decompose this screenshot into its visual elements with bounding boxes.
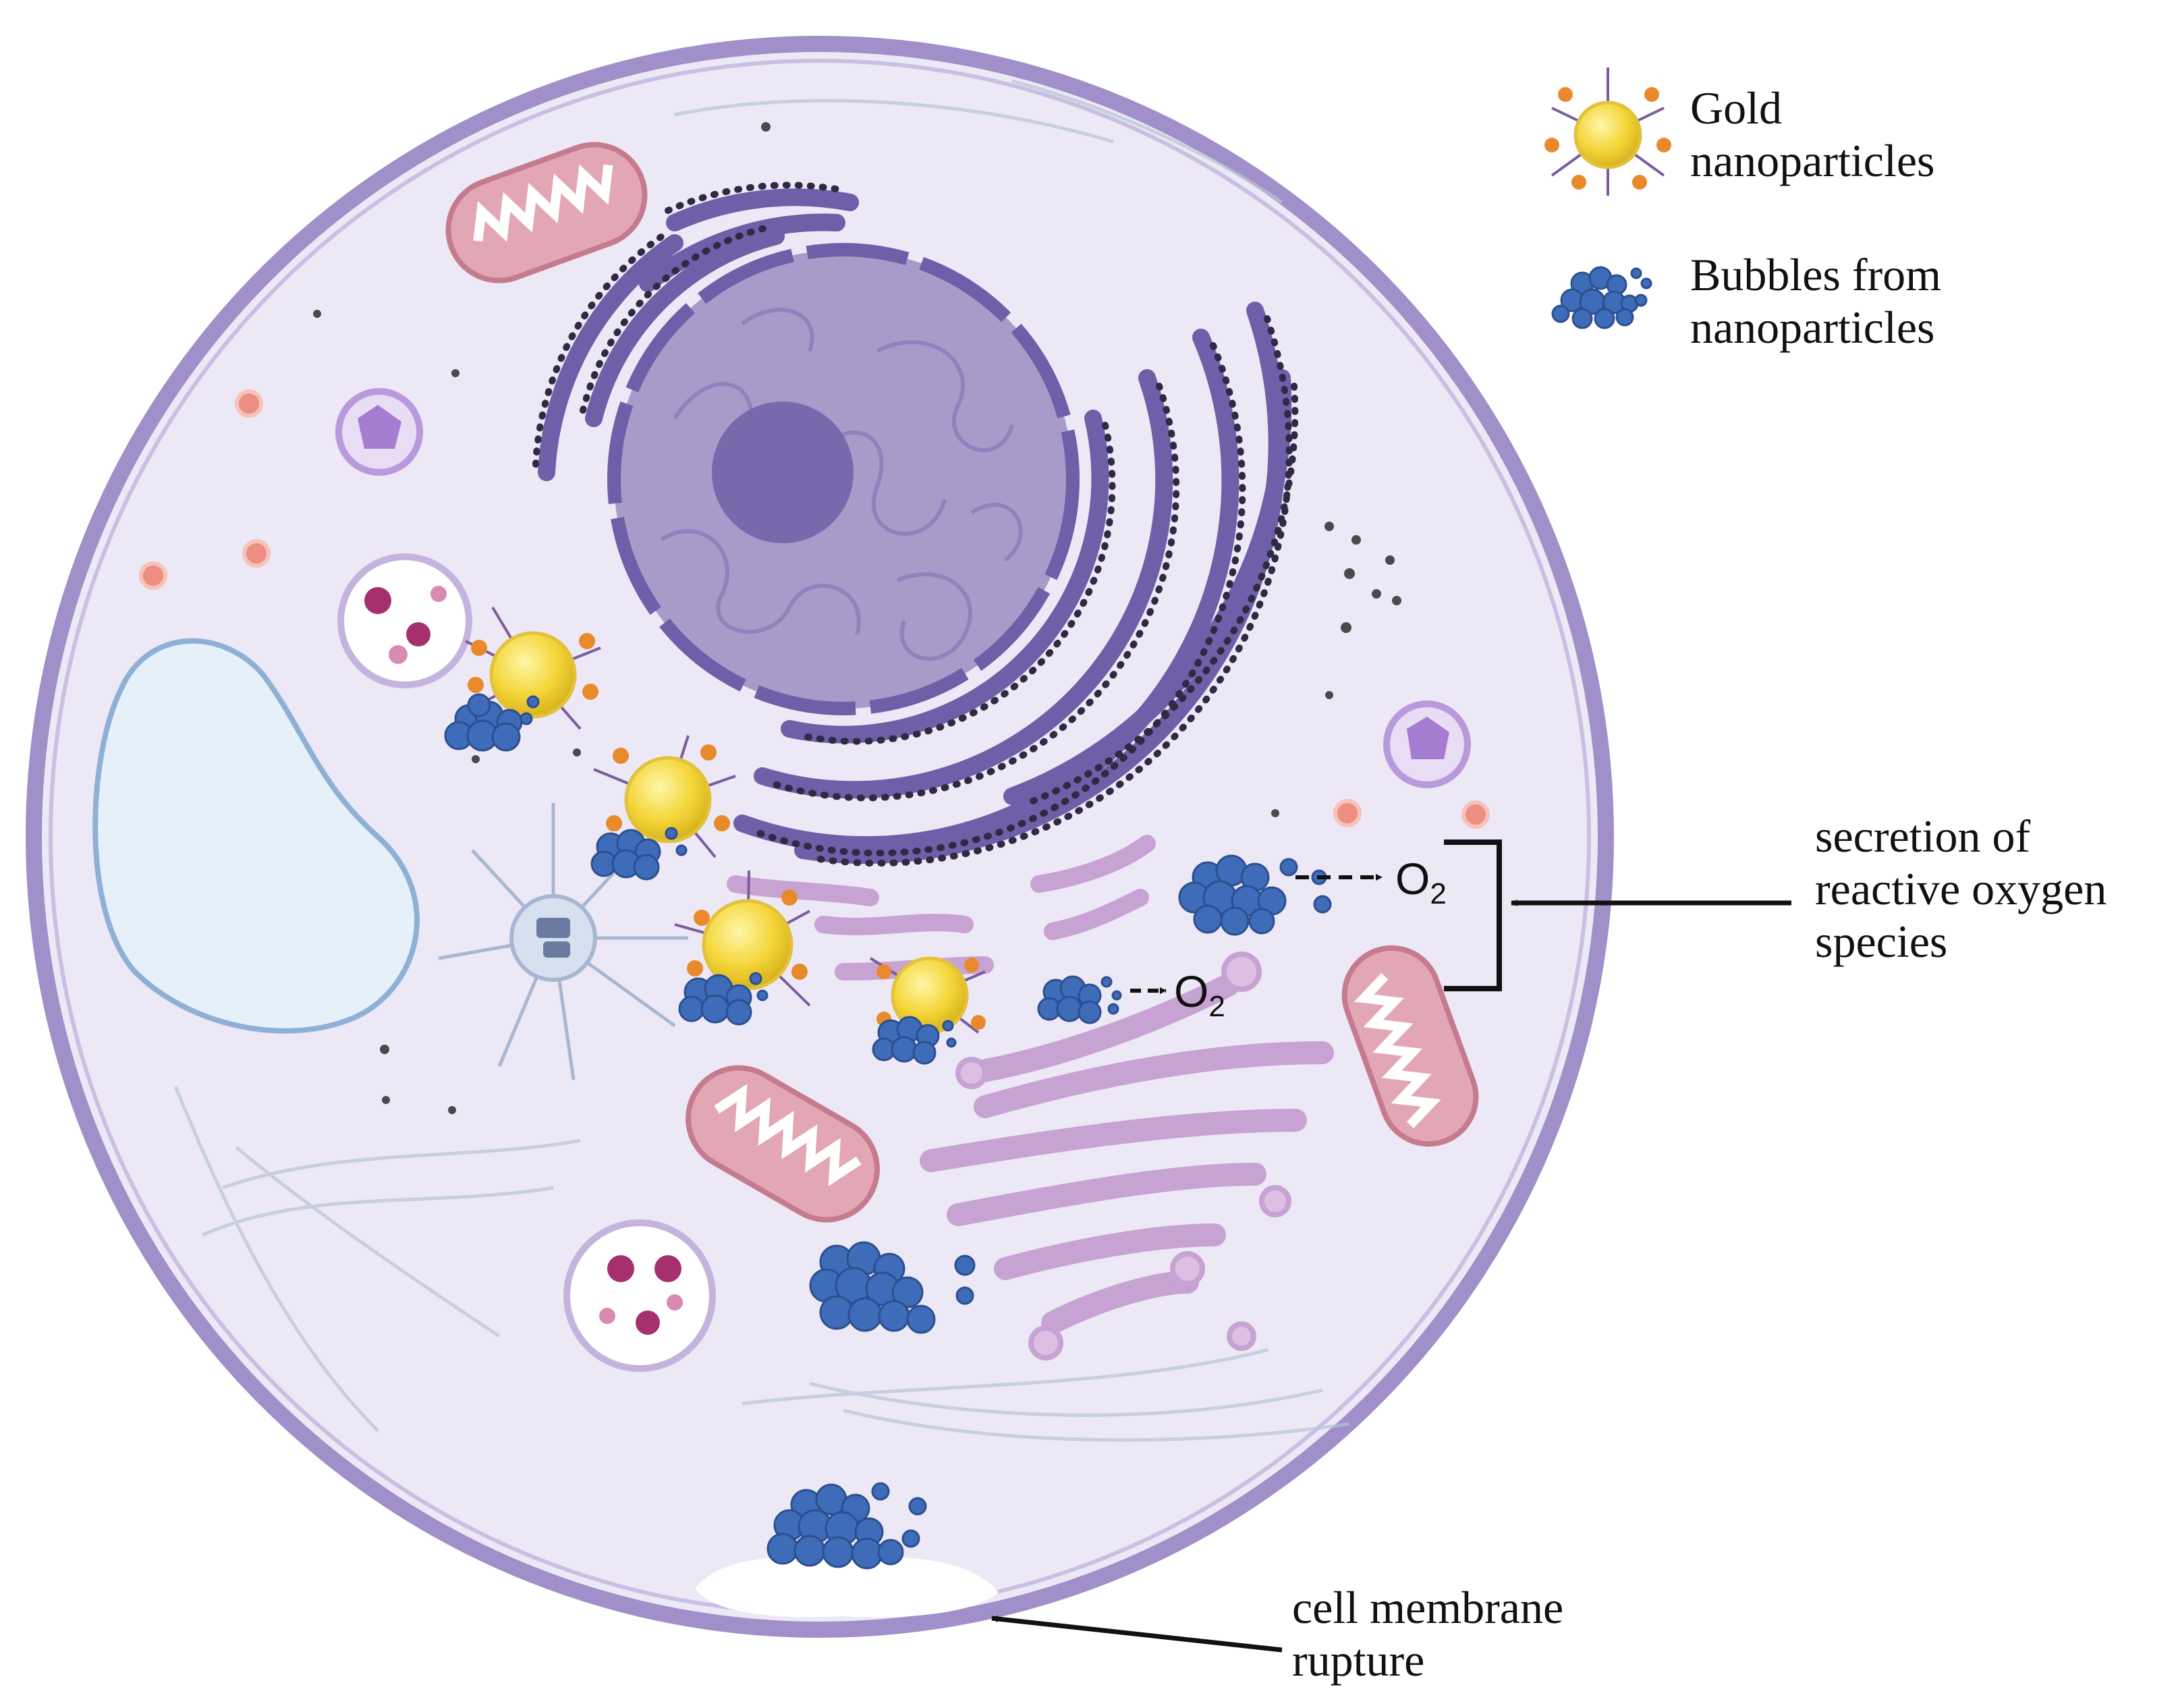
golgi-vesicles (955, 952, 1291, 1360)
legend: Gold nanoparticles Bubbles from nanopart… (1544, 67, 1953, 353)
legend-gold-line1: Gold (1690, 82, 1782, 134)
peroxisome-left (335, 388, 423, 476)
mitochondrion-bottom (686, 1065, 880, 1223)
lysosome-lower (563, 1219, 716, 1372)
gold-nanoparticle-4 (869, 956, 986, 1035)
bubble-cluster-3 (678, 972, 769, 1026)
cytoskeleton (173, 79, 1350, 1442)
bubble-cluster-2 (590, 827, 688, 881)
bubble-cluster-1 (444, 693, 540, 752)
o2-label-upper: O2 (1395, 854, 1447, 910)
legend-gold-line2: nanoparticles (1690, 135, 1935, 186)
gold-nanoparticle-1 (465, 606, 601, 730)
bubble-cluster-golgi (809, 1241, 976, 1334)
rupture-arrow (991, 1616, 1283, 1653)
bubble-cluster-4 (872, 1016, 957, 1065)
centrosome (438, 803, 688, 1080)
bubble-cluster-o2-lower (1037, 975, 1122, 1024)
ros-line2: reactive oxygen (1815, 863, 2107, 914)
bubble-cluster-rupture (766, 1482, 927, 1570)
ros-bracket (1444, 839, 1502, 991)
rupture-line2: rupture (1292, 1634, 1424, 1686)
o2-subscript: 2 (1430, 877, 1446, 910)
ros-line3: species (1815, 916, 1947, 967)
o2-symbol: O (1174, 966, 1208, 1016)
membrane-rupture-gap (695, 1556, 999, 1618)
legend-bubbles-line1: Bubbles from (1690, 249, 1941, 300)
legend-bubbles-label: Bubbles from nanoparticles (1690, 249, 1953, 353)
mitochondrion-top (445, 142, 648, 283)
o2-symbol: O (1395, 854, 1430, 904)
rupture-line1: cell membrane (1292, 1582, 1563, 1633)
bubble-cluster-o2-upper (1178, 854, 1332, 936)
legend-bubbles-icon (1551, 266, 1652, 329)
peroxisome-right (1383, 700, 1471, 788)
nucleolus (712, 402, 854, 543)
gold-nanoparticle-2 (593, 735, 736, 858)
lysosome-upper (337, 553, 472, 688)
vesicles-salmon (139, 389, 1490, 829)
legend-bubbles-line2: nanoparticles (1690, 302, 1935, 353)
ros-line1: secretion of (1815, 810, 2030, 862)
gold-nanoparticle-3 (674, 870, 811, 1007)
o2-subscript: 2 (1208, 990, 1225, 1023)
free-ribosomes (313, 122, 1401, 1114)
legend-gold-label: Gold nanoparticles (1690, 82, 1935, 186)
golgi-apparatus (727, 835, 1334, 1334)
vacuole (92, 638, 420, 1034)
ros-label: secretion of reactive oxygen species (1815, 810, 2118, 967)
rough-endoplasmic-reticulum (532, 182, 1299, 867)
o2-label-lower: O2 (1174, 966, 1225, 1023)
legend-gold-icon (1544, 67, 1671, 196)
rupture-label: cell membrane rupture (1292, 1582, 1575, 1686)
nucleus (607, 243, 1080, 715)
mitochondrion-right (1341, 945, 1479, 1147)
